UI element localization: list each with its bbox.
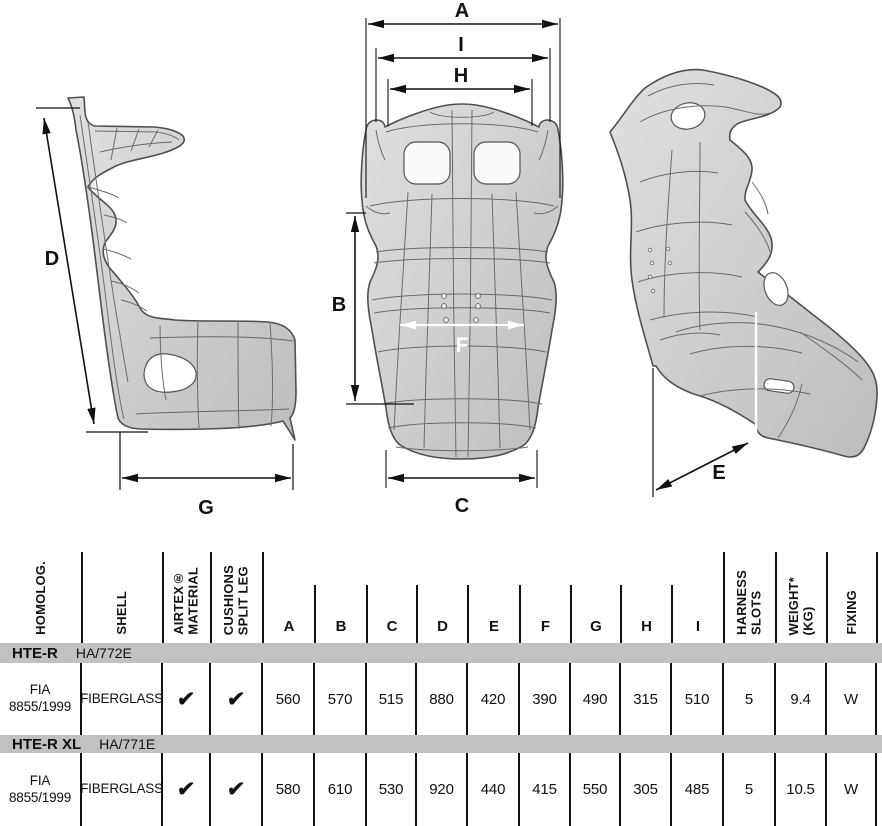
dim-b-ticks [346,212,414,405]
dim-d-arrow [42,117,96,425]
check-icon: ✔ [176,687,196,711]
seat-front-view: A I H B F C [332,0,564,517]
header-filler [877,545,882,643]
check-icon: ✔ [226,778,246,801]
col-header-e: E [468,545,521,643]
seat-views-svg: D G A [36,0,878,519]
cell-c: 515 [367,663,417,735]
model-band-hte-r: HTE-R HA/772E [0,643,882,663]
dim-h-extensions [387,79,533,126]
dim-label-d: D [45,248,59,270]
dim-label-i: I [458,34,464,56]
model-name: HTE-R [12,644,58,662]
cell-homolog: FIA 8855/1999 [0,753,82,826]
cell-g: 490 [571,663,621,735]
cell-harness-slots: 5 [724,663,776,735]
cell-c: 530 [367,753,417,826]
dim-e-arrow [655,442,749,491]
model-band-hte-r-xl: HTE-R XL HA/771E [0,735,882,753]
col-header-label: HOMOLOG. [32,561,48,635]
spec-table: HOMOLOG. SHELL AIRTEX® MATERIAL CUSHIONS… [0,545,882,826]
cell-shell: FIBERGLASS [80,753,163,826]
cell-weight-kg: 10.5 [776,753,827,826]
col-header-label: AIRTEX® MATERIAL [171,567,201,635]
cell-a: 560 [263,663,315,735]
col-header-label: FIXING [843,590,859,635]
col-header-i: I [672,545,725,643]
cell-b: 570 [315,663,367,735]
seat-side-view: D G [36,96,297,519]
cell-e: 420 [468,663,520,735]
col-header-h: H [621,545,673,643]
dim-i-extensions [375,48,551,122]
col-header-g: G [571,545,622,643]
dim-label-f: F [456,334,469,357]
homologation-code: HA/772E [75,645,132,661]
dim-label-c: C [455,495,469,517]
cell-shell: FIBERGLASS [80,663,163,735]
cell-d: 880 [417,663,468,735]
col-header-a: A [263,545,316,643]
dim-c-extensions [385,450,538,488]
model-name: HTE-R XL [12,735,82,753]
cell-e: 440 [468,753,520,826]
col-header-b: B [315,545,368,643]
dim-label-h: H [454,65,468,87]
cell-d: 920 [417,753,468,826]
seat-perspective-view: E [609,68,878,497]
col-header-weight-kg: WEIGHT* (KG) [776,545,828,643]
col-header-shell: SHELL [82,545,164,643]
check-icon: ✔ [176,778,196,801]
cell-airtex-check: ✔ [163,663,211,735]
col-header-d: D [417,545,469,643]
cell-weight-kg: 9.4 [776,663,827,735]
seat-dimension-diagram: D G A [36,0,878,519]
cell-i: 485 [672,753,724,826]
homologation-code: HA/771E [99,736,156,752]
col-header-harness-slots: HARNESS SLOTS [724,545,777,643]
dim-label-b: B [332,294,346,316]
dim-label-e: E [712,462,725,484]
col-header-label: WEIGHT* (KG) [785,576,816,635]
cell-fixing: W [827,753,877,826]
cell-i: 510 [672,663,724,735]
cell-f: 415 [520,753,571,826]
cell-a: 580 [263,753,315,826]
dim-label-g: G [198,497,214,519]
col-header-f: F [520,545,572,643]
cell-b: 610 [315,753,367,826]
cell-h: 305 [621,753,672,826]
cell-f: 390 [520,663,571,735]
col-header-cushions-split-leg: CUSHIONS SPLIT LEG [211,545,264,643]
col-header-label: CUSHIONS SPLIT LEG [221,564,251,635]
dim-label-a: A [455,0,469,22]
cell-h: 315 [621,663,672,735]
cell-cushions-check: ✔ [211,663,263,735]
cell-cushions-check: ✔ [211,753,263,826]
cell-g: 550 [571,753,621,826]
cell-airtex-check: ✔ [163,753,211,826]
cell-harness-slots: 5 [724,753,776,826]
col-header-homolog: HOMOLOG. [0,545,83,643]
col-header-fixing: FIXING [827,545,878,643]
col-header-label: HARNESS SLOTS [734,570,764,635]
check-icon: ✔ [226,687,246,711]
col-header-c: C [367,545,418,643]
dim-a-extensions [365,18,561,198]
col-header-label: SHELL [114,591,130,635]
cell-fixing: W [827,663,877,735]
col-header-airtex-material: AIRTEX® MATERIAL [163,545,212,643]
cell-homolog: FIA 8855/1999 [0,663,82,735]
dim-g-extensions [119,432,294,490]
